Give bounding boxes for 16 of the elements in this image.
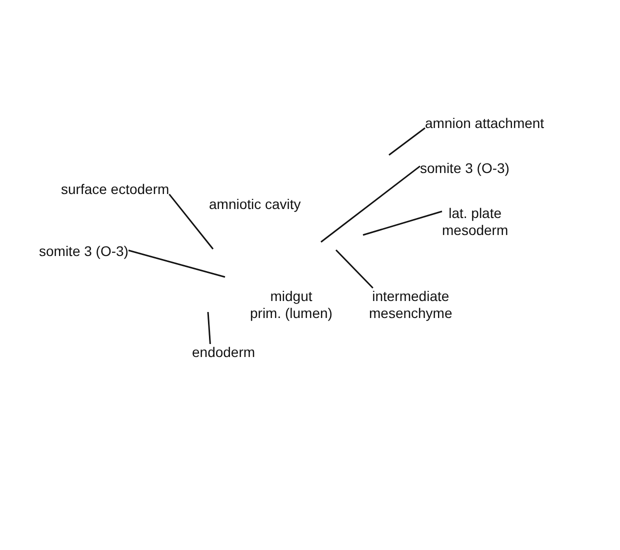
part-label: amniotic cavity — [209, 196, 301, 213]
part-label: somite 3 (O-3) — [39, 243, 128, 260]
leader-line — [128, 250, 226, 278]
part-label: intermediate mesenchyme — [369, 288, 452, 322]
leader-line — [320, 166, 420, 243]
leader-line — [168, 194, 214, 250]
part-label: amnion attachment — [425, 115, 544, 132]
leader-line — [207, 312, 211, 344]
part-label: endoderm — [192, 344, 256, 361]
part-label: midgut prim. (lumen) — [250, 288, 332, 322]
part-label: lat. plate mesoderm — [442, 205, 508, 239]
leader-line — [335, 249, 374, 289]
leader-line — [388, 127, 426, 156]
leader-line — [362, 210, 442, 236]
part-label: somite 3 (O-3) — [420, 160, 510, 177]
part-label: surface ectoderm — [61, 181, 170, 198]
